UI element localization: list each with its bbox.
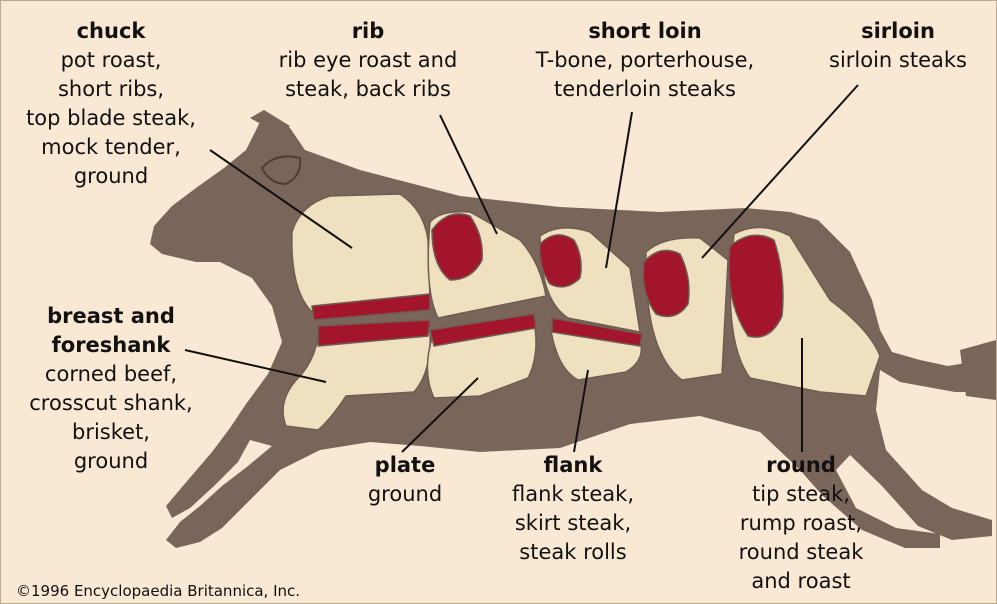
plate-use: ground (340, 480, 470, 509)
rib-use: rib eye roast and (252, 46, 484, 75)
chuck-piece (292, 194, 430, 312)
breast-use: ground (0, 447, 222, 476)
sirloin-label: sirloin sirloin steaks (800, 17, 996, 75)
breast-name: foreshank (0, 331, 222, 360)
round-label: round tip steak, rump roast, round steak… (708, 451, 894, 596)
chuck-use: top blade steak, (0, 104, 222, 133)
round-use: rump roast, (708, 509, 894, 538)
breast-name: breast and (0, 302, 222, 331)
chuck-name: chuck (0, 17, 222, 46)
flank-label: flank flank steak, skirt steak, steak ro… (490, 451, 656, 567)
plate-name: plate (340, 451, 470, 480)
breast-use: corned beef, (0, 360, 222, 389)
rib-use: steak, back ribs (252, 75, 484, 104)
breast-label: breast and foreshank corned beef, crossc… (0, 302, 222, 476)
flank-name: flank (490, 451, 656, 480)
round-use: round steak (708, 538, 894, 567)
short-loin-use: T-bone, porterhouse, (500, 46, 790, 75)
round-name: round (708, 451, 894, 480)
flank-use: flank steak, (490, 480, 656, 509)
rib-label: rib rib eye roast and steak, back ribs (252, 17, 484, 104)
round-use: tip steak, (708, 480, 894, 509)
short-loin-name: short loin (500, 17, 790, 46)
copyright-notice: ©1996 Encyclopaedia Britannica, Inc. (16, 582, 300, 600)
short-loin-label: short loin T-bone, porterhouse, tenderlo… (500, 17, 790, 104)
flank-use: skirt steak, (490, 509, 656, 538)
chuck-use: pot roast, (0, 46, 222, 75)
rib-name: rib (252, 17, 484, 46)
chuck-label: chuck pot roast, short ribs, top blade s… (0, 17, 222, 191)
short-loin-use: tenderloin steaks (500, 75, 790, 104)
chuck-use: mock tender, (0, 133, 222, 162)
plate-label: plate ground (340, 451, 470, 509)
round-use: and roast (708, 567, 894, 596)
flank-use: steak rolls (490, 538, 656, 567)
sirloin-use: sirloin steaks (800, 46, 996, 75)
breast-use: brisket, (0, 418, 222, 447)
chuck-use: short ribs, (0, 75, 222, 104)
sirloin-name: sirloin (800, 17, 996, 46)
chuck-use: ground (0, 162, 222, 191)
breast-use: crosscut shank, (0, 389, 222, 418)
